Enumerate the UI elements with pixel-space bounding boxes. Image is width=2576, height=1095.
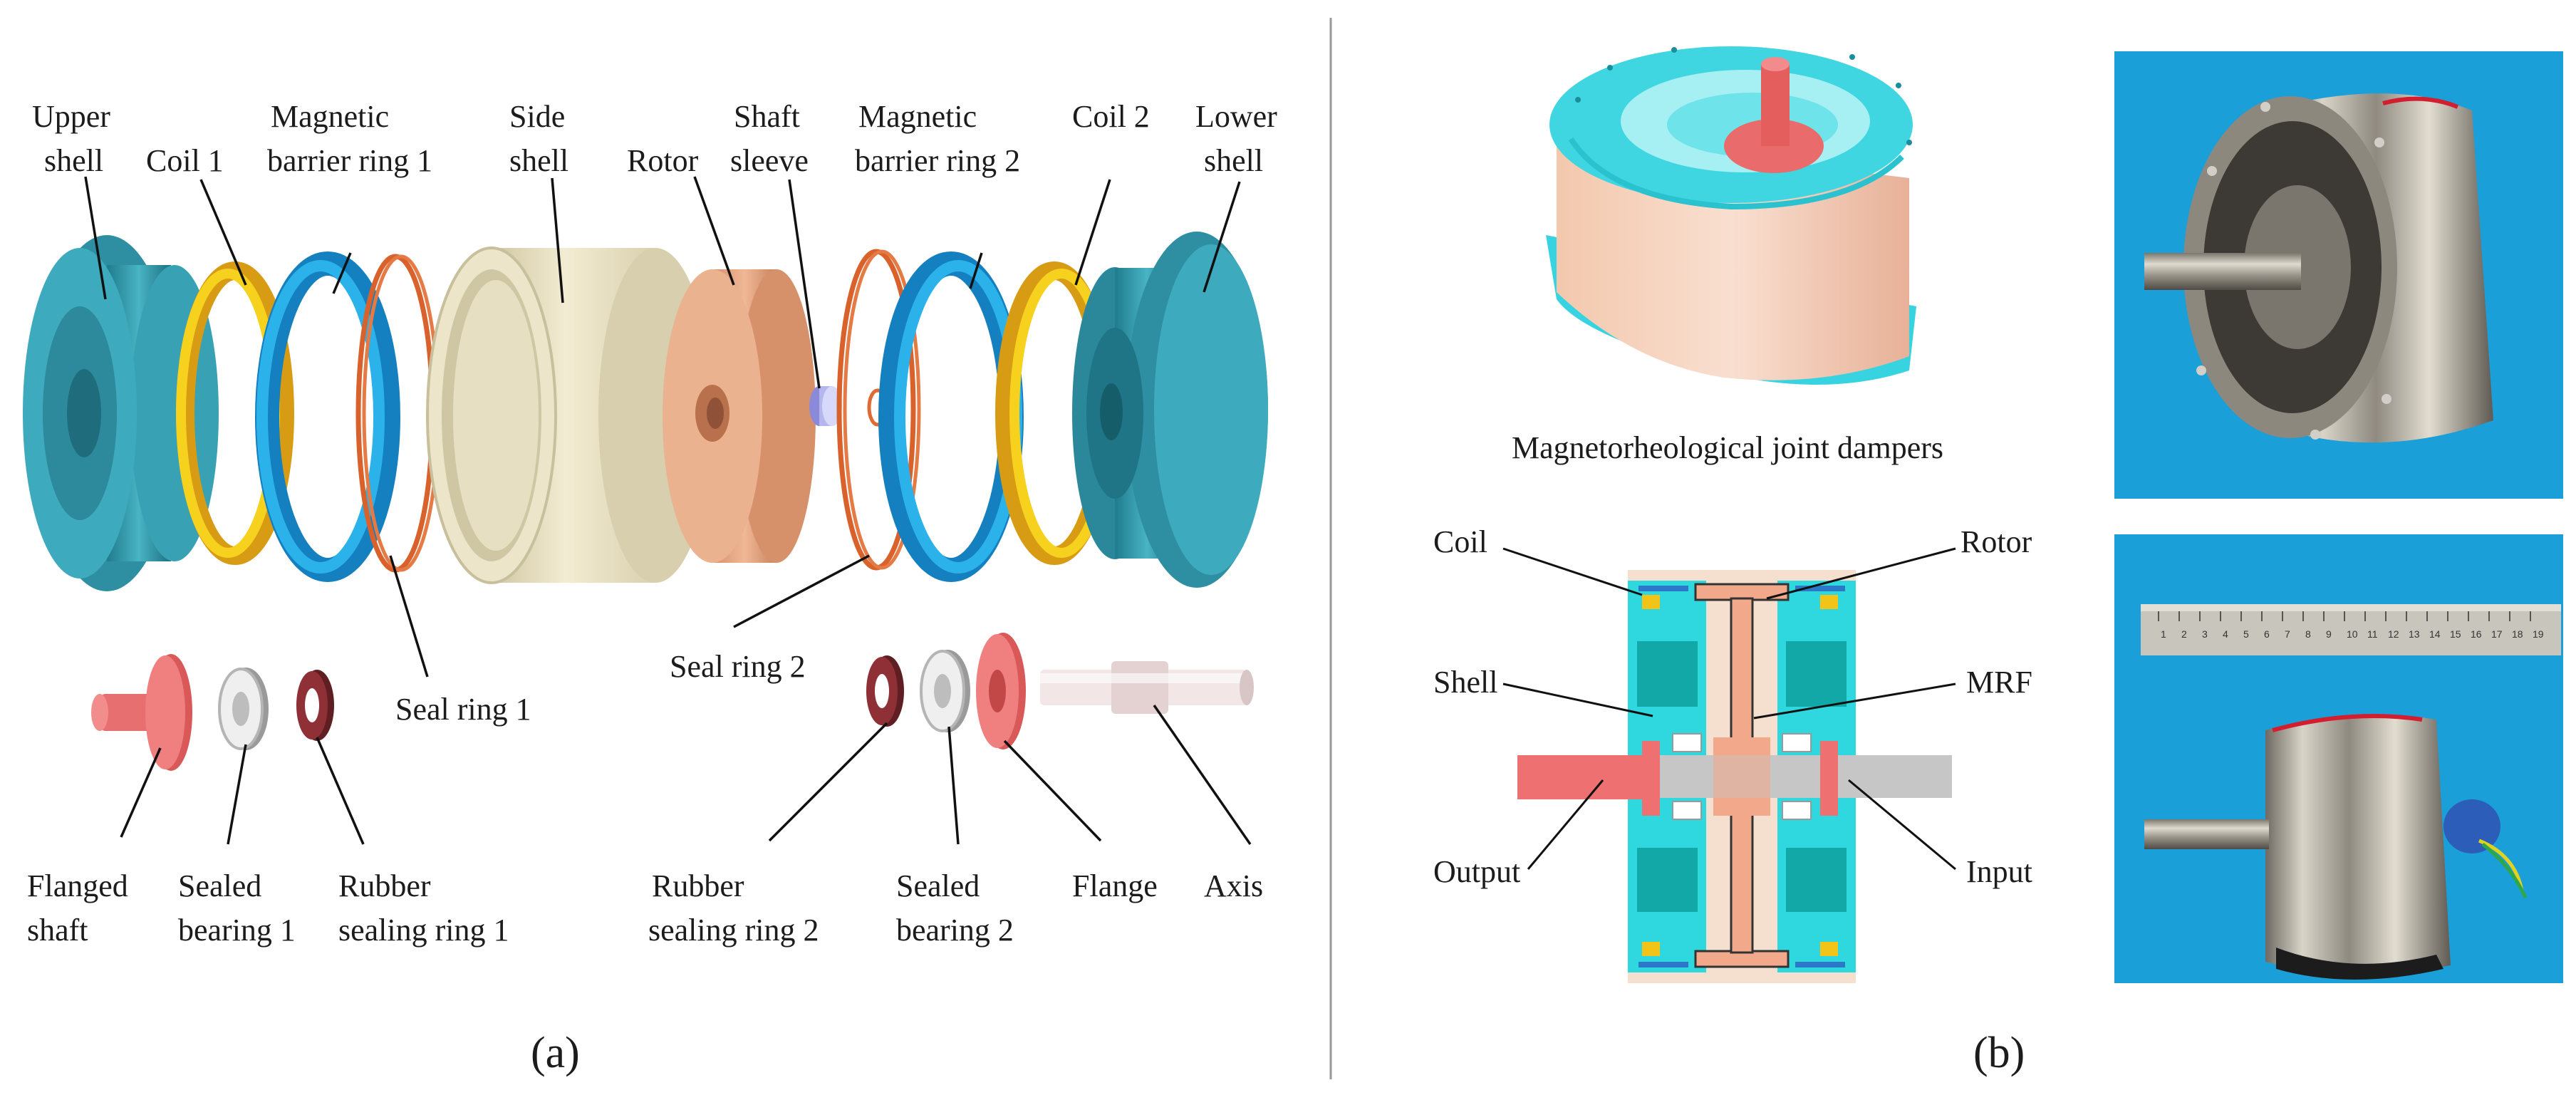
ruler-tick-label: 17 <box>2491 628 2503 640</box>
label-input: Input <box>1966 854 2032 889</box>
ruler-tick-label: 9 <box>2326 628 2332 640</box>
label-rubber-sealing-ring-1-line2: sealing ring 1 <box>338 913 509 948</box>
label-seal-ring-2: Seal ring 2 <box>670 649 806 684</box>
seal-ring-2-part <box>836 249 921 571</box>
flange-part <box>976 633 1026 749</box>
ruler-tick-label: 16 <box>2471 628 2482 640</box>
label-coil: Coil <box>1433 524 1487 559</box>
ruler-tick-label: 14 <box>2429 628 2441 640</box>
label-flanged-shaft-line1: Flanged <box>27 868 128 903</box>
label-coil-1: Coil 1 <box>146 143 224 178</box>
magnetic-barrier-ring-1-part <box>255 251 400 582</box>
ruler <box>2141 604 2561 655</box>
panel-b-labels: Coil Rotor Shell MRF Output Input <box>1433 524 2032 889</box>
panel-b-caption: (b) <box>1973 1029 2025 1077</box>
ruler-tick-label: 19 <box>2533 628 2544 640</box>
label-magnetic-barrier-ring-1-line2: barrier ring 1 <box>267 143 432 178</box>
label-rotor: Rotor <box>627 143 699 178</box>
label-upper-shell-line1: Upper <box>32 99 110 134</box>
rubber-sealing-ring-2-part <box>866 655 904 727</box>
rotor-part <box>663 269 816 563</box>
ruler-tick-label: 8 <box>2305 628 2311 640</box>
label-sealed-bearing-1-line1: Sealed <box>178 868 261 903</box>
sealed-bearing-1-part <box>218 668 269 750</box>
ruler-tick-label: 10 <box>2347 628 2358 640</box>
ruler-tick-label: 2 <box>2181 628 2187 640</box>
sealed-bearing-2-part <box>920 650 970 732</box>
label-sealed-bearing-2-line1: Sealed <box>896 868 980 903</box>
ruler-tick-label: 7 <box>2285 628 2290 640</box>
panel-a-caption: (a) <box>531 1029 580 1077</box>
ruler-tick-label: 6 <box>2264 628 2270 640</box>
label-shaft-sleeve-line1: Shaft <box>734 99 800 134</box>
label-seal-ring-1: Seal ring 1 <box>395 692 531 727</box>
rubber-sealing-ring-1-part <box>296 670 334 741</box>
label-side-shell-line2: shell <box>509 143 568 178</box>
label-shaft-sleeve-line2: sleeve <box>730 143 809 178</box>
label-rubber-sealing-ring-2-line1: Rubber <box>652 868 744 903</box>
label-axis: Axis <box>1204 868 1263 903</box>
label-rubber-sealing-ring-2-line2: sealing ring 2 <box>648 913 819 948</box>
damper-3d-render <box>1546 46 1916 385</box>
label-mrf: MRF <box>1966 665 2032 700</box>
label-sealed-bearing-1-line2: bearing 1 <box>178 913 296 948</box>
ruler-tick-label: 18 <box>2512 628 2523 640</box>
label-side-shell-line1: Side <box>509 99 565 134</box>
panel-a-labels: Upper shell Coil 1 Magnetic barrier ring… <box>27 99 1277 948</box>
flanged-shaft-part <box>91 654 192 771</box>
label-flange: Flange <box>1072 868 1158 903</box>
label-magnetic-barrier-ring-2-line1: Magnetic <box>858 99 977 134</box>
label-shell: Shell <box>1433 665 1497 700</box>
lower-shell-part <box>1072 232 1268 588</box>
label-lower-shell-line2: shell <box>1204 143 1263 178</box>
label-flanged-shaft-line2: shaft <box>27 913 88 948</box>
label-rubber-sealing-ring-1-line1: Rubber <box>338 868 431 903</box>
ruler-tick-label: 3 <box>2202 628 2208 640</box>
ruler-tick-label: 5 <box>2243 628 2249 640</box>
panel-a-exploded-view: Upper shell Coil 1 Magnetic barrier ring… <box>23 99 1277 1077</box>
label-lower-shell-line1: Lower <box>1195 99 1277 134</box>
ruler-tick-label: 11 <box>2367 628 2378 640</box>
ruler-tick-label: 1 <box>2161 628 2166 640</box>
panel-b: Magnetorheological joint dampers <box>1433 46 2563 1077</box>
ruler-tick-label: 13 <box>2409 628 2420 640</box>
label-output: Output <box>1433 854 1520 889</box>
label-sealed-bearing-2-line2: bearing 2 <box>896 913 1014 948</box>
damper-photo-front <box>2114 51 2563 499</box>
damper-cross-section <box>1517 570 1952 983</box>
label-magnetic-barrier-ring-1-line1: Magnetic <box>271 99 389 134</box>
panel-a-leader-lines <box>84 176 1252 845</box>
label-upper-shell-line2: shell <box>44 143 103 178</box>
label-rotor-b: Rotor <box>1960 524 2032 559</box>
ruler-tick-label: 4 <box>2223 628 2228 640</box>
ruler-tick-label: 12 <box>2388 628 2399 640</box>
panel-b-leader-lines <box>1502 547 1956 871</box>
axis-part <box>1040 661 1254 714</box>
ruler-tick-label: 15 <box>2450 628 2461 640</box>
label-coil-2: Coil 2 <box>1072 99 1150 134</box>
render-caption: Magnetorheological joint dampers <box>1512 430 1943 465</box>
label-magnetic-barrier-ring-2-line2: barrier ring 2 <box>855 143 1020 178</box>
